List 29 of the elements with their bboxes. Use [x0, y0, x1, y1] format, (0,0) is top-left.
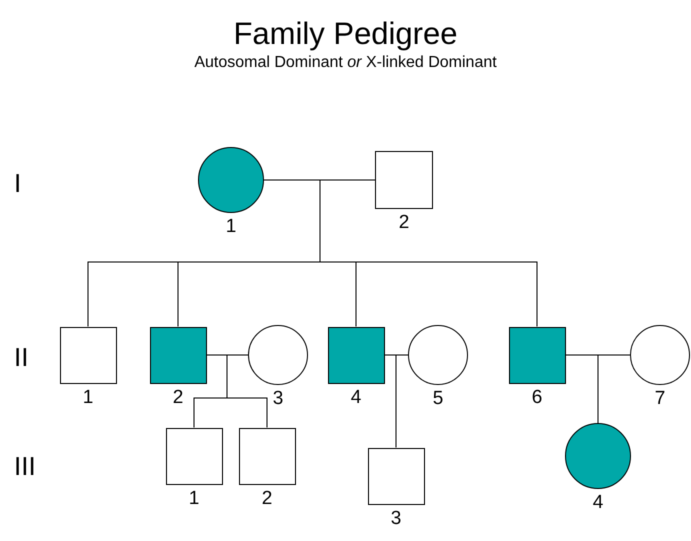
individual-number: 2 [260, 488, 274, 510]
individual-number: 3 [272, 388, 284, 410]
male-symbol [238, 428, 296, 484]
male-symbol [375, 151, 433, 209]
individual-number: 4 [350, 386, 362, 408]
individual-number: 2 [172, 386, 184, 408]
individual-number: 1 [82, 386, 94, 408]
male-symbol [368, 448, 424, 504]
affected-male-symbol [508, 326, 566, 384]
affected-male-symbol [328, 326, 384, 384]
pedigree-line [396, 354, 408, 448]
pedigree-line [226, 354, 268, 428]
individual-number: 7 [654, 388, 666, 410]
pedigree-line [598, 354, 630, 424]
individual-number: 4 [592, 492, 604, 514]
individual-number: 1 [188, 488, 200, 510]
generation-numeral: II [14, 342, 28, 373]
subtitle: Autosomal Dominant or X-linked Dominant [193, 54, 498, 72]
individual-number: 6 [530, 386, 544, 408]
individual-number: 5 [432, 388, 444, 410]
affected-male-symbol [150, 326, 206, 384]
male-symbol [60, 326, 116, 384]
individual-number: 1 [224, 216, 238, 238]
individual-number: 2 [398, 212, 410, 234]
generation-numeral: I [14, 168, 22, 199]
male-symbol [166, 428, 222, 484]
individual-number: 3 [390, 508, 402, 530]
title: Family Pedigree [232, 16, 458, 52]
generation-numeral: III [14, 451, 36, 482]
